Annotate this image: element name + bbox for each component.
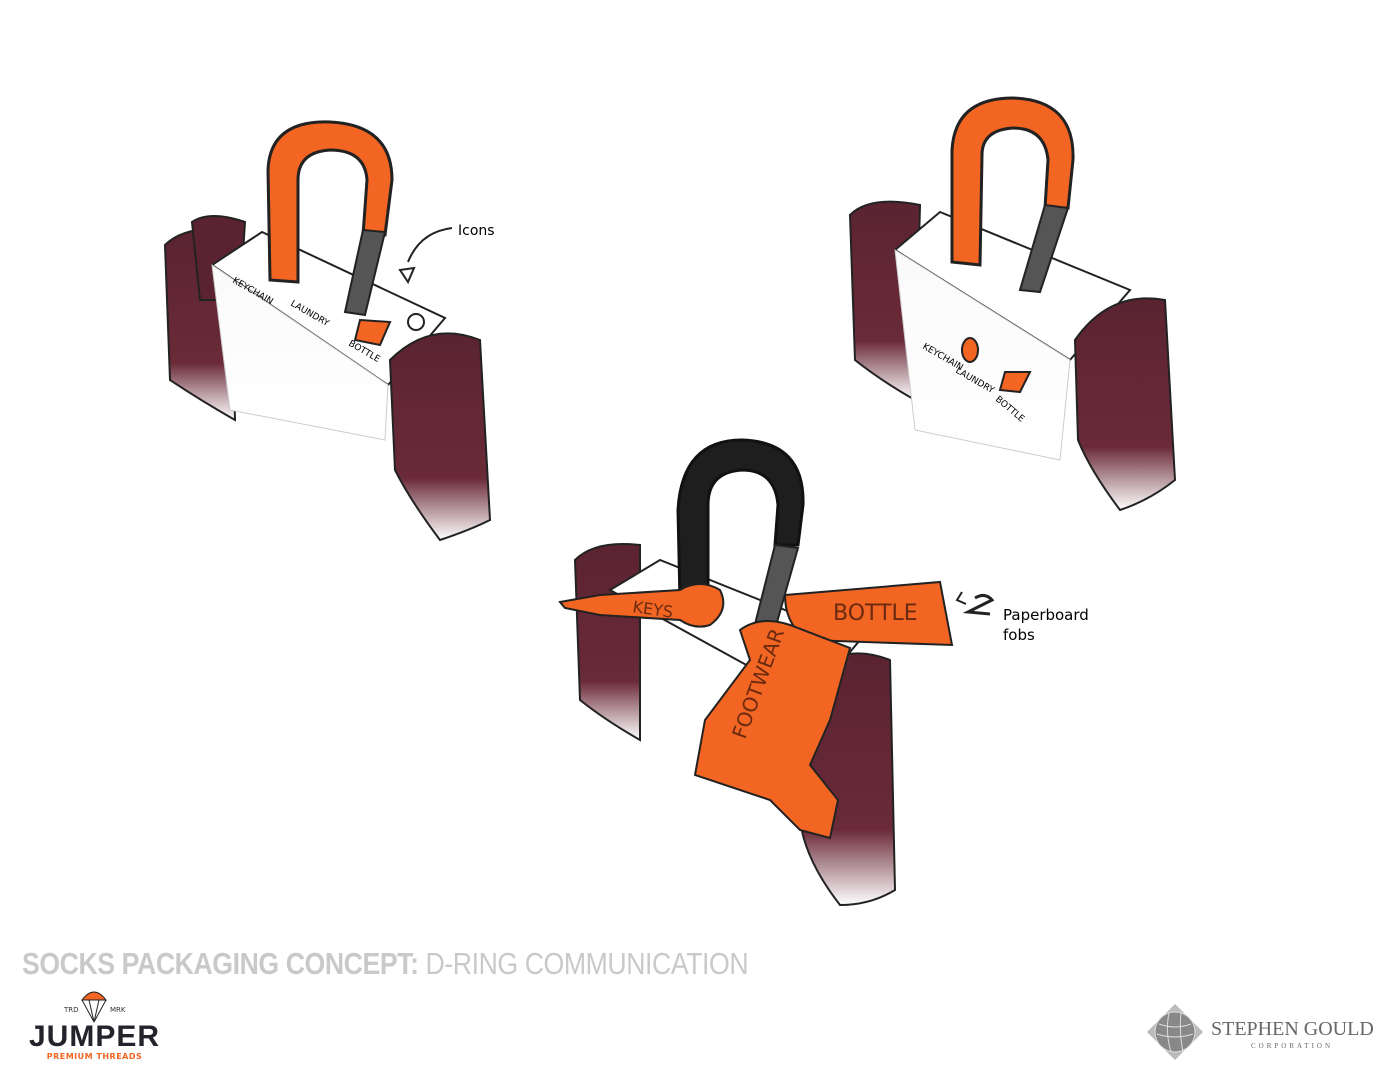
keyring-icon bbox=[407, 313, 425, 331]
annotation-icons: Icons bbox=[458, 223, 495, 239]
parachute-icon bbox=[80, 991, 108, 1024]
logo-trd: TRD bbox=[64, 1006, 79, 1014]
logo-mrk: MRK bbox=[110, 1006, 126, 1014]
laundry-icon bbox=[961, 337, 979, 363]
title-rest: D-RING COMMUNICATION bbox=[425, 946, 749, 981]
arrowhead-icon bbox=[398, 266, 416, 285]
logo-name: JUMPER bbox=[28, 1020, 161, 1053]
sock-roll-left bbox=[573, 543, 641, 742]
bottle-icon bbox=[998, 371, 1032, 394]
logo-sub: CORPORATION bbox=[1251, 1042, 1334, 1050]
card-front bbox=[894, 249, 1071, 461]
card-front bbox=[211, 263, 389, 441]
d-ring-orange bbox=[950, 96, 1075, 267]
sock-roll-right bbox=[388, 332, 492, 542]
d-ring-black bbox=[676, 438, 805, 604]
globe-icon bbox=[1147, 1004, 1203, 1060]
annotation-fobs: fobs bbox=[1003, 626, 1035, 644]
bottle-icon bbox=[353, 318, 392, 347]
title-bold: SOCKS PACKAGING CONCEPT: bbox=[22, 946, 419, 981]
d-ring-orange bbox=[266, 120, 394, 284]
sock-roll-right bbox=[1073, 297, 1177, 512]
concept-2-package: KEYCHAIN LAUNDRY BOTTLE bbox=[848, 96, 1177, 512]
logo-name: STEPHEN GOULD bbox=[1211, 1018, 1374, 1040]
page-title: SOCKS PACKAGING CONCEPT: D-RING COMMUNIC… bbox=[22, 946, 749, 982]
concept-sketches: KEYCHAIN LAUNDRY BOTTLE Icons KEYCHAIN L… bbox=[163, 96, 1177, 907]
fob-keys bbox=[558, 583, 725, 628]
annotation-fobs: Paperboard bbox=[1003, 606, 1089, 624]
arrow-icon bbox=[407, 227, 453, 263]
concept-3-package: KEYS BOTTLE FOOTWEAR Paperboard fobs bbox=[558, 438, 1089, 907]
logo-tagline: PREMIUM THREADS bbox=[46, 1052, 143, 1061]
arrow-icon bbox=[962, 593, 995, 616]
stephen-gould-logo: STEPHEN GOULD CORPORATION bbox=[1145, 1002, 1385, 1062]
arrowhead-icon bbox=[955, 591, 967, 605]
fob-bottle-label: BOTTLE bbox=[833, 601, 918, 626]
fob-footwear bbox=[693, 620, 852, 840]
d-ring-strap bbox=[1018, 203, 1070, 294]
concept-1-package: KEYCHAIN LAUNDRY BOTTLE Icons bbox=[163, 120, 495, 542]
d-ring-strap bbox=[343, 228, 387, 317]
